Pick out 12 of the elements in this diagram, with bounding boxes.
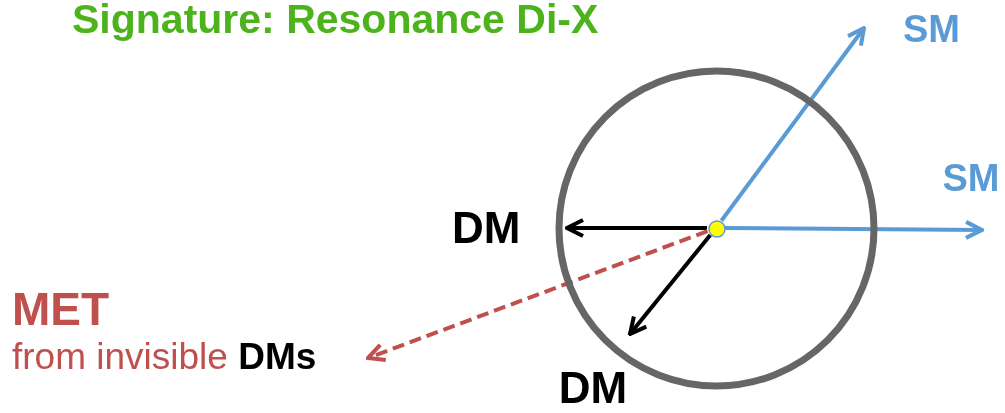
particle-label: SM [903,9,960,51]
title: Signature: Resonance Di-X [72,0,599,43]
arrow [719,26,866,222]
arrow [725,219,984,240]
arrow [628,233,712,336]
dashed-arrow [366,229,709,362]
met-label: MET [12,284,110,335]
arrow [565,218,707,238]
met-note: from invisible DMs [12,334,317,379]
particle-label: DM [558,363,628,412]
particle-label: DM [452,203,521,253]
particle-label: SM [942,158,1000,200]
